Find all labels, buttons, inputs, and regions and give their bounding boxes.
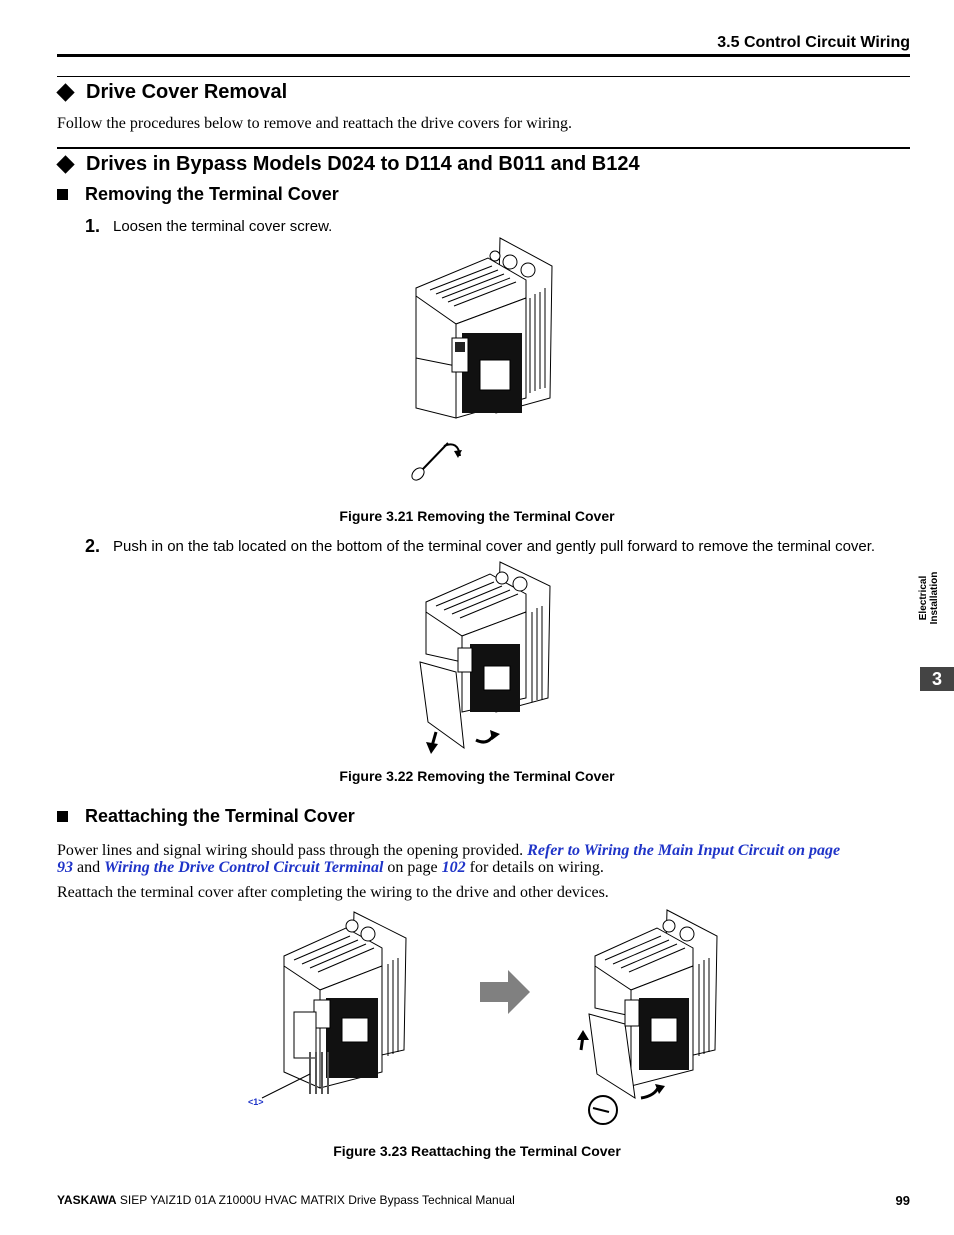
subsection-heading: Removing the Terminal Cover — [57, 184, 339, 205]
page-93-link[interactable]: 93 — [57, 859, 73, 876]
drive-wired-figure — [261, 911, 407, 1099]
section-rule — [57, 147, 910, 149]
heading-text: Removing the Terminal Cover — [85, 184, 339, 204]
figure-caption: Figure 3.23 Reattaching the Terminal Cov… — [333, 1143, 621, 1159]
drive-cover-removal-figure — [419, 561, 551, 754]
header-rule — [57, 54, 910, 57]
running-header: 3.5 Control Circuit Wiring — [717, 34, 910, 51]
square-bullet-icon — [57, 189, 68, 200]
callout-label: <1> — [248, 1097, 264, 1107]
reattach-paragraph: Power lines and signal wiring should pas… — [57, 842, 910, 876]
drive-screwdriver-figure — [411, 237, 553, 481]
heading-text: Drive Cover Removal — [86, 81, 288, 103]
page-102-link[interactable]: 102 — [441, 859, 466, 876]
para-text: and — [73, 859, 105, 876]
section-heading: Drives in Bypass Models D024 to D114 and… — [56, 153, 640, 176]
next-step-arrow-icon — [480, 970, 530, 1014]
page-number: 99 — [895, 1193, 910, 1208]
para-text: for details on wiring. — [465, 859, 604, 876]
chapter-side-label: Electrical Installation — [918, 571, 940, 625]
footer-brand: YASKAWA — [57, 1193, 117, 1207]
section-heading: Drive Cover Removal — [56, 81, 288, 104]
figure-caption: Figure 3.22 Removing the Terminal Cover — [339, 768, 615, 784]
wiring-control-terminal-link[interactable]: Wiring the Drive Control Circuit Termina… — [104, 859, 384, 876]
step-text: Push in on the tab located on the bottom… — [113, 538, 876, 555]
footer-doc: SIEP YAIZ1D 01A Z1000U HVAC MATRIX Drive… — [116, 1193, 515, 1207]
reattach-paragraph-2: Reattach the terminal cover after comple… — [57, 884, 609, 901]
step-text: Loosen the terminal cover screw. — [113, 218, 333, 235]
diamond-bullet-icon — [56, 83, 75, 102]
figure-caption: Figure 3.21 Removing the Terminal Cover — [339, 508, 615, 524]
para-text: on page — [383, 859, 442, 876]
intro-paragraph: Follow the procedures below to remove an… — [57, 115, 572, 132]
square-bullet-icon — [57, 811, 68, 822]
heading-text: Reattaching the Terminal Cover — [85, 806, 355, 826]
footer-doc-title: YASKAWA SIEP YAIZ1D 01A Z1000U HVAC MATR… — [57, 1193, 515, 1207]
step-number: 1. — [85, 216, 101, 236]
chapter-tab: 3 — [920, 667, 954, 691]
step-number: 2. — [85, 536, 101, 556]
diamond-bullet-icon — [56, 155, 75, 174]
subsection-heading: Reattaching the Terminal Cover — [57, 806, 355, 827]
drive-cover-reattach-figure — [577, 909, 718, 1125]
section-rule — [57, 76, 910, 77]
heading-text: Drives in Bypass Models D024 to D114 and… — [86, 153, 640, 175]
para-text: Power lines and signal wiring should pas… — [57, 842, 528, 859]
wiring-main-input-link[interactable]: Refer to Wiring the Main Input Circuit o… — [527, 842, 841, 859]
